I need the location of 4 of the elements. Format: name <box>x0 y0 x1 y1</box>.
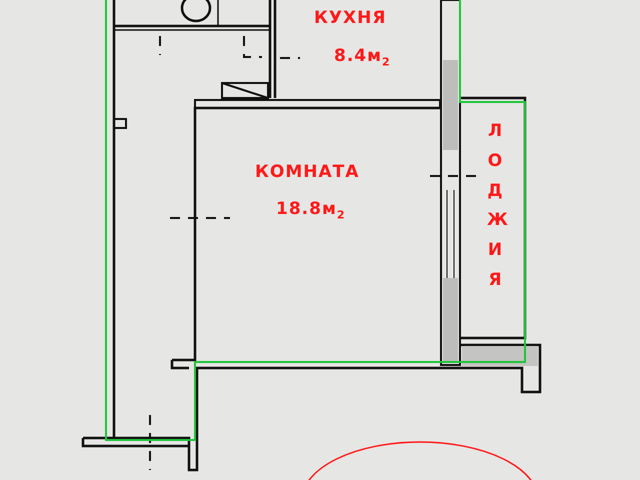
room-area: 18.8м$_{2}$ <box>276 199 346 222</box>
room-name: КОМНАТА <box>255 162 360 182</box>
room-name: КУХНЯ <box>314 8 386 28</box>
room-area: 8.4м$_{2}$ <box>334 46 391 68</box>
